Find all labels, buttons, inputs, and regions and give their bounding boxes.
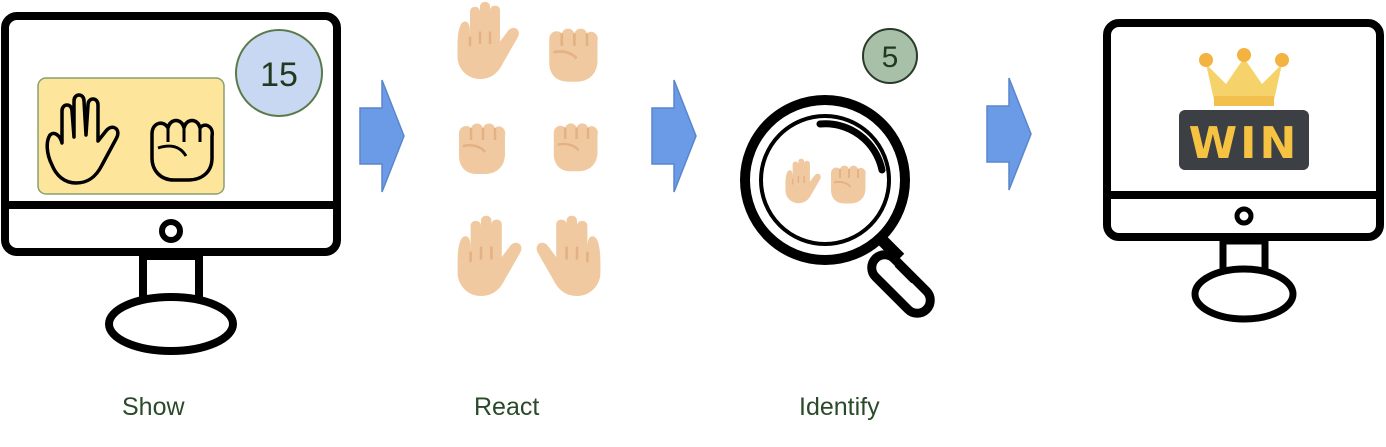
fist-icon	[552, 122, 599, 173]
crown-icon	[1199, 48, 1289, 106]
win-banner	[1179, 110, 1309, 170]
win-banner-text: WIN	[1189, 118, 1300, 169]
step-label-identify: Identify	[799, 393, 880, 421]
identify-badge-text: 5	[882, 41, 899, 74]
step-label-show: Show	[122, 393, 185, 421]
arrow-right-icon	[986, 77, 1032, 191]
arrow-right-icon	[651, 79, 697, 193]
step-label-react: React	[474, 393, 540, 421]
show-badge	[235, 29, 323, 117]
show-badge-text: 15	[260, 56, 298, 94]
show-card	[37, 77, 225, 195]
open-hand-icon	[456, 214, 523, 298]
open-hand-icon	[535, 214, 602, 298]
open-hand-icon	[456, 0, 521, 81]
fist-icon	[547, 27, 600, 84]
arrow-right-icon	[359, 79, 405, 193]
react-hands-group	[456, 0, 602, 298]
identify-badge	[862, 28, 918, 84]
fist-icon	[830, 164, 867, 205]
fist-icon	[457, 122, 507, 176]
magnifier-icon	[740, 95, 935, 318]
